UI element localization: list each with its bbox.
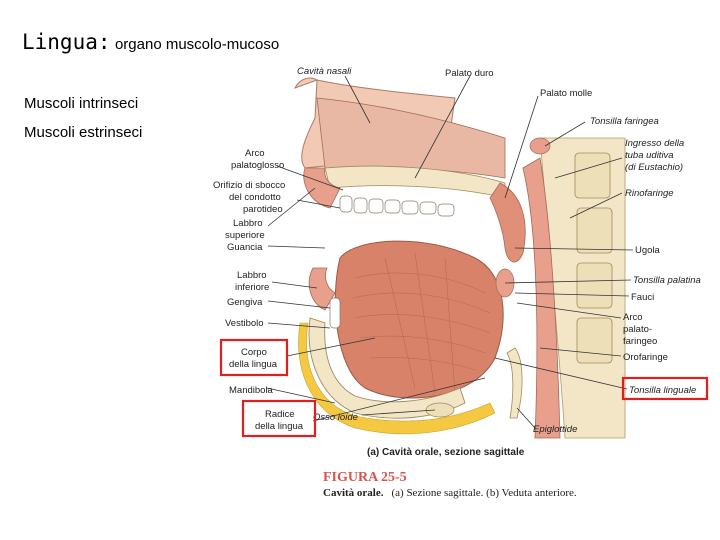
label-palatopharyngeal-1: Arco (623, 312, 643, 323)
vertebra-2 (576, 207, 613, 254)
bullet-intrinsic-muscles: Muscoli intrinseci (24, 95, 139, 112)
fat-layer-shape (298, 322, 496, 435)
label-palatopharyngeal-3: faringeo (623, 336, 657, 347)
label-hyoid: Osso ioide (313, 412, 358, 423)
label-vestibule: Vestibolo (225, 318, 264, 329)
anatomy-drawing (293, 77, 626, 439)
label-lower-lip-2: inferiore (235, 282, 269, 293)
highlight-tongue-body (219, 338, 289, 377)
label-palatoglossal-arch-1: Arco (245, 148, 265, 159)
label-palatoglossal-arch-2: palatoglosso (231, 160, 284, 171)
hyoid-shape (425, 402, 455, 418)
slide-title: Lingua: organo muscolo-mucoso (22, 30, 279, 54)
label-eustachian-1: Ingresso della (625, 138, 684, 149)
label-lower-lip-1: Labbro (237, 270, 267, 281)
label-palatopharyngeal-2: palato- (623, 324, 652, 335)
label-eustachian-2: tuba uditiva (625, 150, 674, 161)
label-epiglottis: Epiglottide (533, 424, 577, 435)
tongue-muscle-fibers (352, 252, 491, 394)
label-upper-lip-1: Labbro (233, 218, 263, 229)
label-tongue-body-1: Corpo (241, 347, 267, 358)
highlight-boxes (219, 338, 709, 438)
upper-teeth (339, 195, 455, 217)
label-upper-lip-2: superiore (225, 230, 265, 241)
lower-tooth (329, 297, 341, 329)
figure-caption: Cavità orale. (a) Sezione sagittale. (b) … (323, 487, 577, 499)
label-fauces: Fauci (631, 292, 654, 303)
tongue-shape (334, 240, 504, 399)
upper-lip-shape (303, 167, 341, 209)
highlight-lingual-tonsil (621, 376, 709, 401)
label-uvula: Ugola (635, 245, 661, 256)
figure-caption-rest: (a) Sezione sagittale. (b) Veduta anteri… (391, 487, 576, 499)
label-pharyngeal-tonsil: Tonsilla faringea (590, 116, 659, 127)
anatomy-labels: Cavità nasali Palato duro Palato molle T… (213, 66, 701, 435)
label-oropharynx: Orofaringe (623, 352, 668, 363)
label-lingual-tonsil: Tonsilla linguale (629, 385, 696, 396)
leader-lines (266, 75, 634, 429)
pharynx-mucosa-shape (522, 157, 561, 439)
label-tongue-root-2: della lingua (255, 421, 304, 432)
label-parotid-duct-2: del condotto (229, 192, 281, 203)
label-nasal-cavities: Cavità nasali (297, 66, 352, 77)
title-main: Lingua: (22, 30, 111, 54)
label-gum: Gengiva (227, 297, 263, 308)
anatomy-figure: Cavità nasali Palato duro Palato molle T… (213, 66, 709, 499)
label-nasopharynx: Rinofaringe (625, 188, 674, 199)
label-mandible: Mandibola (229, 385, 274, 396)
label-tongue-body-2: della lingua (229, 359, 278, 370)
figure-subcaption: (a) Cavità orale, sezione sagittale (367, 447, 525, 458)
epiglottis-shape (506, 347, 523, 419)
label-soft-palate: Palato molle (540, 88, 592, 99)
bullet-extrinsic-muscles: Muscoli estrinseci (24, 124, 143, 141)
pharyngeal-tonsil-shape (529, 137, 551, 155)
label-hard-palate: Palato duro (445, 68, 494, 79)
highlight-tongue-root (241, 399, 317, 438)
label-eustachian-3: (di Eustachio) (625, 162, 683, 173)
mandible-shape (308, 317, 466, 419)
label-tongue-root-1: Radice (265, 409, 295, 420)
figure-caption-bold: Cavità orale. (323, 487, 384, 499)
title-subtitle: organo muscolo-mucoso (114, 36, 280, 53)
vertebra-4 (576, 317, 613, 364)
label-parotid-duct-1: Orifizio di sbocco (213, 180, 285, 191)
soft-palate-shape (489, 182, 526, 263)
label-palatine-tonsil: Tonsilla palatina (633, 275, 701, 286)
label-cheek: Guancia (227, 242, 263, 253)
figure-title: FIGURA 25-5 (323, 470, 407, 485)
label-parotid-duct-3: parotideo (243, 204, 283, 215)
vertebra-3 (576, 262, 613, 309)
vertebra-1 (574, 152, 611, 199)
lower-lip-shape (308, 267, 336, 311)
